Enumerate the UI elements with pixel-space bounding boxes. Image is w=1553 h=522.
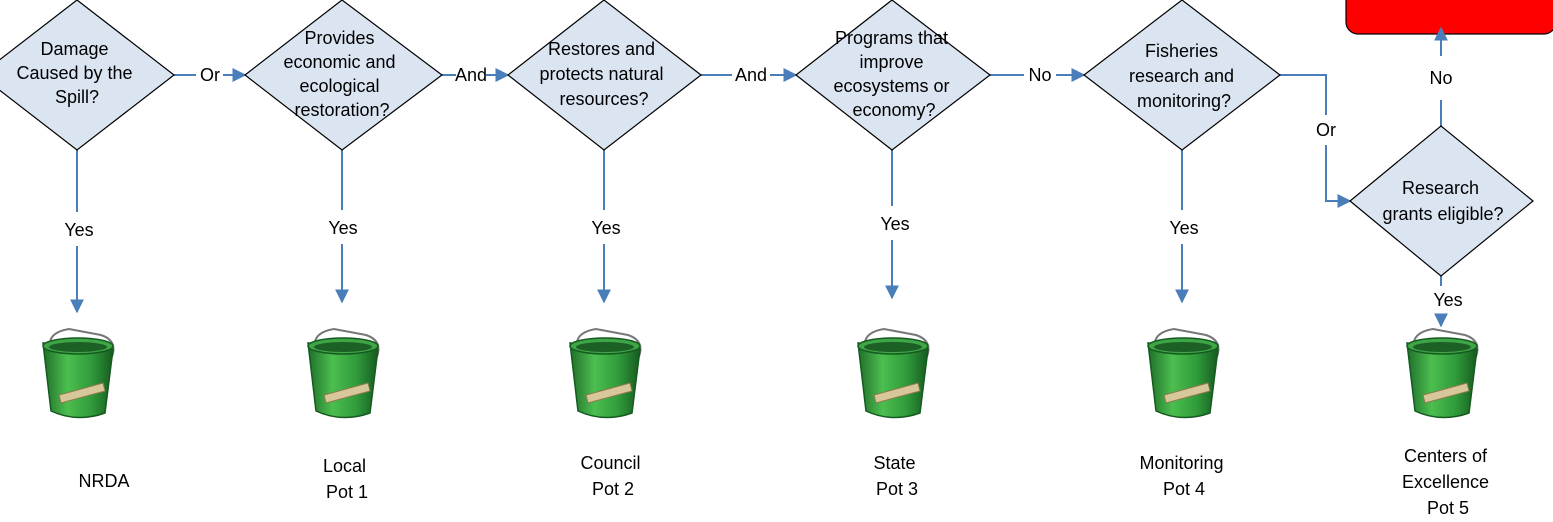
pot-label-nrda: NRDA (78, 471, 129, 491)
pot-label-state: State Pot 3 (873, 453, 920, 499)
edge-label-no: No (1429, 68, 1452, 88)
pot-2 (307, 327, 380, 419)
terminal-box (1345, 0, 1553, 35)
pot-3 (569, 327, 642, 419)
decision-5: Fisheries research and monitoring? (1083, 0, 1281, 151)
bucket-icon (42, 327, 115, 419)
edge-label-or: Or (200, 65, 220, 85)
edge-label-yes: Yes (64, 220, 93, 240)
edge-label-yes: Yes (328, 218, 357, 238)
edge-label-and: And (455, 65, 487, 85)
pot-6 (1406, 327, 1479, 419)
pot-4 (857, 327, 930, 419)
pot-label-monitoring: Monitoring Pot 4 (1139, 453, 1228, 499)
decision-3: Restores and protects natural resources? (507, 0, 702, 151)
svg-text:Programs that improve: Programs that improve ecosystems or econ… (833, 28, 954, 120)
pot-labels: NRDA Local Pot 1 Council Pot 2 State Pot… (78, 446, 1494, 518)
svg-text:Research grants eligible: Research grants eligible? (1382, 178, 1503, 224)
edge-label-yes: Yes (880, 214, 909, 234)
edge-labels: Or And And No Or No Yes Yes Yes Yes Yes … (64, 65, 1462, 310)
pot-1 (42, 327, 115, 419)
edge-label-yes: Yes (591, 218, 620, 238)
pot-label-centers: Centers of Excellence Pot 5 (1402, 446, 1494, 518)
bucket-icon (1406, 327, 1479, 419)
svg-text:Provides economic and: Provides economic and ecological restora… (283, 28, 400, 120)
edge-label-yes: Yes (1169, 218, 1198, 238)
decision-1: Damage Caused by the Spill? (0, 0, 175, 151)
edge-label-and: And (735, 65, 767, 85)
pot-label-local: Local Pot 1 (323, 456, 371, 502)
svg-text:Damage Caused by the: Damage Caused by the Spill? (16, 39, 137, 107)
edge-label-no: No (1028, 65, 1051, 85)
decision-2: Provides economic and ecological restora… (244, 0, 443, 151)
decision-6: Research grants eligible? (1349, 125, 1534, 277)
bucket-icon (307, 327, 380, 419)
svg-text:Fisheries research and: Fisheries research and monitoring? (1129, 41, 1239, 111)
connectors (70, 26, 1448, 328)
edge-label-yes: Yes (1433, 290, 1462, 310)
edge-label-or: Or (1316, 120, 1336, 140)
pot-5 (1147, 327, 1220, 419)
svg-text:Restores and protects na: Restores and protects natural resources? (539, 39, 668, 109)
decision-4: Programs that improve ecosystems or econ… (795, 0, 991, 151)
bucket-icon (569, 327, 642, 419)
bucket-icon (857, 327, 930, 419)
pot-label-council: Council Pot 2 (580, 453, 645, 499)
bucket-icon (1147, 327, 1220, 419)
